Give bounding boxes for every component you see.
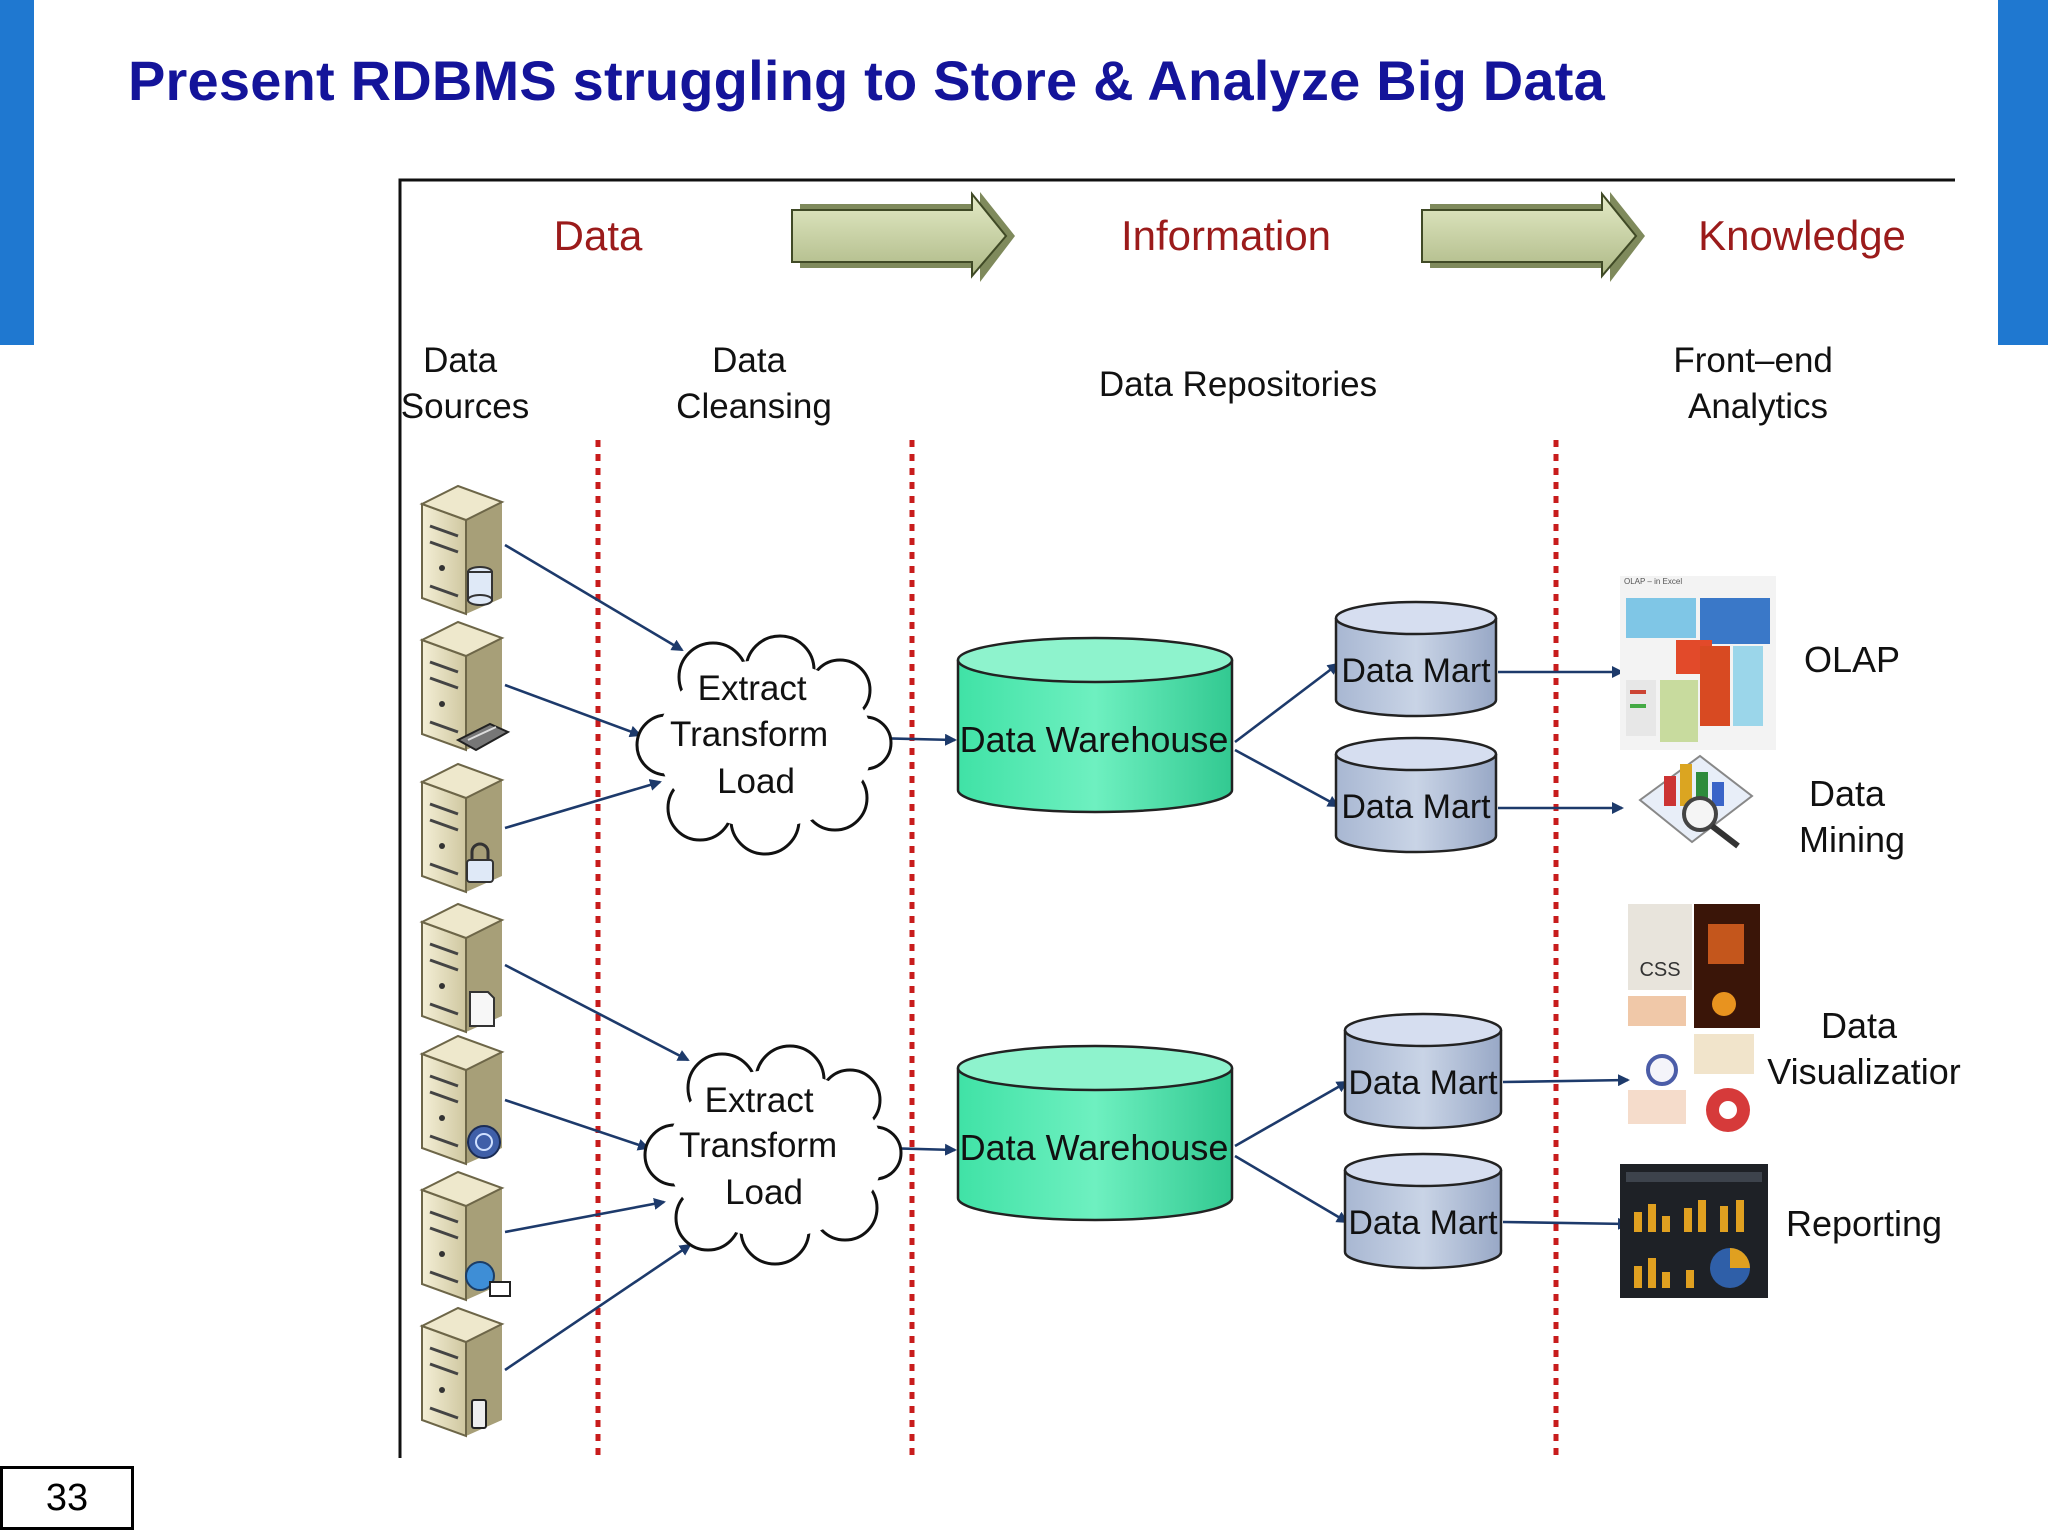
data-mart-4: Data Mart	[1343, 1152, 1503, 1270]
stage-label-knowledge: Knowledge	[1698, 212, 1906, 259]
data-mining-icon	[1638, 754, 1754, 849]
output-label-olap: OLAP	[1804, 639, 1900, 680]
etl-cloud-1: Extract Transform Load	[635, 634, 893, 856]
svg-text:Extract Transform: Extract Transform Load	[679, 1081, 847, 1212]
olap-thumbnail: OLAP – in Excel	[1620, 576, 1776, 750]
data-mart-3: Data Mart	[1343, 1012, 1503, 1130]
reporting-dashboard-thumbnail	[1620, 1164, 1768, 1298]
data-warehouse-2: Data Warehouse	[956, 1044, 1234, 1222]
output-label-data-mining: Data Mining	[1799, 773, 1905, 860]
diagram-frame	[398, 178, 1955, 1458]
server-icon-network	[419, 1034, 505, 1166]
server-icon-database	[419, 484, 505, 616]
data-warehouse-1: Data Warehouse	[956, 636, 1234, 814]
column-header-analytics: Front–end Analytics	[1673, 341, 1842, 426]
column-header-cleansing: Data Cleansing	[676, 341, 832, 426]
svg-text:Data Mart: Data Mart	[1348, 1204, 1498, 1242]
stage-arrow-2	[1421, 191, 1645, 282]
stage-label-data: Data	[554, 212, 643, 259]
server-icon-keyboard	[419, 620, 511, 752]
data-visualization-collage: CSS	[1628, 904, 1760, 1132]
slide-title: Present RDBMS struggling to Store & Anal…	[128, 49, 1605, 112]
etl-cloud-2: Extract Transform Load	[643, 1044, 903, 1266]
server-icon-web	[419, 1170, 511, 1302]
column-header-sources: Data Sources	[401, 341, 529, 426]
svg-text:Data Mart: Data Mart	[1348, 1064, 1498, 1102]
left-accent-bar	[0, 0, 34, 345]
svg-text:OLAP – in Excel: OLAP – in Excel	[1624, 577, 1682, 586]
data-mart-1: Data Mart	[1334, 600, 1498, 718]
svg-text:CSS: CSS	[1639, 959, 1680, 981]
slide-page-number: 33	[0, 1466, 134, 1530]
svg-text:Extract Transform: Extract Transform Load	[670, 669, 838, 801]
stage-arrow-1	[791, 191, 1015, 282]
svg-text:Data Warehouse: Data Warehouse	[960, 719, 1229, 760]
output-label-reporting: Reporting	[1786, 1203, 1942, 1244]
server-icon-lock	[419, 762, 505, 894]
svg-text:Data Mart: Data Mart	[1341, 652, 1491, 690]
right-accent-bar	[1998, 0, 2048, 345]
server-icon-mobile	[419, 1306, 505, 1438]
data-mart-2: Data Mart	[1334, 736, 1498, 854]
svg-text:Data Mart: Data Mart	[1341, 788, 1491, 826]
svg-text:Data Warehouse: Data Warehouse	[960, 1127, 1229, 1168]
output-label-data-visualization: Data Visualizatior	[1767, 1005, 1960, 1092]
server-icon-document	[419, 902, 505, 1034]
column-header-repositories: Data Repositories	[1099, 365, 1377, 404]
stage-label-information: Information	[1121, 212, 1331, 259]
